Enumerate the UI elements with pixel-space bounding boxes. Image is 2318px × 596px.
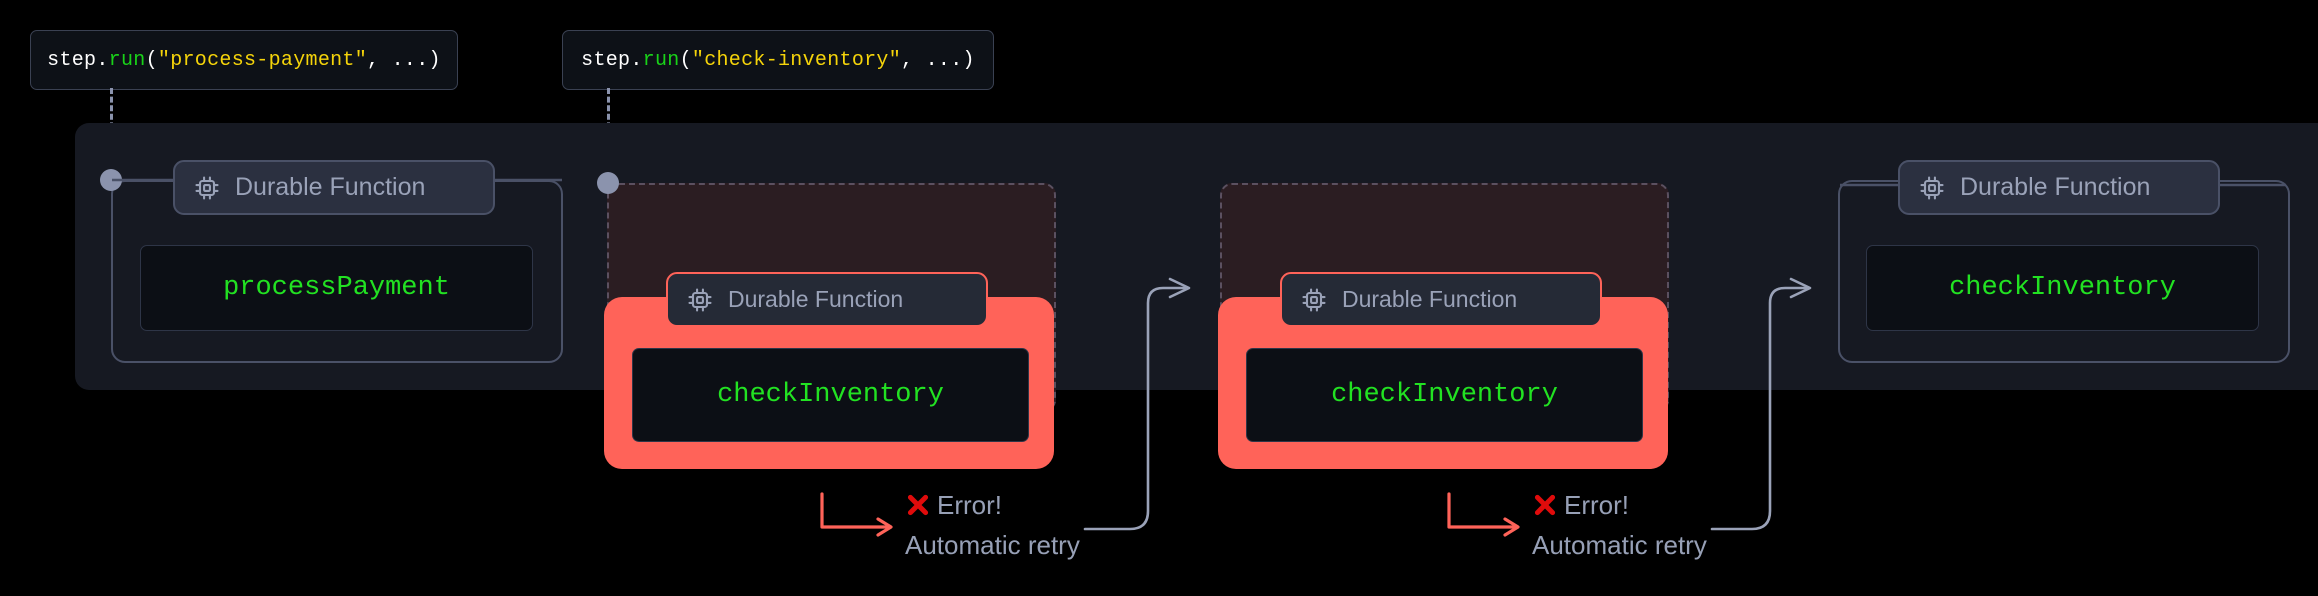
- durable-function-badge-1[interactable]: Durable Function: [173, 160, 495, 215]
- code-open-paren: (: [145, 48, 158, 72]
- function-box-process-payment[interactable]: processPayment: [140, 245, 533, 331]
- function-name-label: checkInventory: [1949, 273, 2176, 303]
- error-title: Error!: [1564, 490, 1629, 520]
- code-argument: "process-payment": [157, 48, 368, 72]
- error-annotation-1: Error! Automatic retry: [905, 492, 1080, 561]
- x-mark-icon: [905, 492, 931, 518]
- function-box-check-inventory-final[interactable]: checkInventory: [1866, 245, 2259, 331]
- function-box-check-inventory-attempt-2[interactable]: checkInventory: [1246, 348, 1643, 442]
- code-rest: , ...): [901, 48, 975, 72]
- durable-function-badge-label: Durable Function: [235, 173, 426, 201]
- error-subtitle: Automatic retry: [905, 530, 1080, 560]
- cpu-chip-icon: [686, 286, 714, 314]
- error-annotation-2: Error! Automatic retry: [1532, 492, 1707, 561]
- step-connector-dot-1: [100, 169, 122, 191]
- function-name-label: checkInventory: [717, 380, 944, 410]
- durable-function-badge-4[interactable]: Durable Function: [1898, 160, 2220, 215]
- cpu-chip-icon: [193, 174, 221, 202]
- error-title-row: Error!: [1532, 492, 1707, 518]
- code-callout-process-payment[interactable]: step.run("process-payment", ...): [30, 30, 458, 90]
- code-function: run: [642, 48, 680, 72]
- code-callout-check-inventory[interactable]: step.run("check-inventory", ...): [562, 30, 994, 90]
- function-box-check-inventory-attempt-1[interactable]: checkInventory: [632, 348, 1029, 442]
- step-connector-dot-2: [597, 172, 619, 194]
- error-subtitle: Automatic retry: [1532, 530, 1707, 560]
- cpu-chip-icon: [1918, 174, 1946, 202]
- code-prefix: step.: [581, 48, 643, 72]
- function-name-label: checkInventory: [1331, 380, 1558, 410]
- durable-function-badge-label: Durable Function: [1960, 173, 2151, 201]
- function-name-label: processPayment: [223, 273, 450, 303]
- x-mark-icon: [1532, 492, 1558, 518]
- code-argument: "check-inventory": [691, 48, 902, 72]
- durable-function-badge-3[interactable]: Durable Function: [1280, 272, 1602, 327]
- error-title: Error!: [937, 490, 1002, 520]
- durable-function-badge-2[interactable]: Durable Function: [666, 272, 988, 327]
- code-prefix: step.: [47, 48, 109, 72]
- error-title-row: Error!: [905, 492, 1080, 518]
- durable-function-badge-label: Durable Function: [728, 286, 904, 312]
- code-rest: , ...): [367, 48, 441, 72]
- code-open-paren: (: [679, 48, 692, 72]
- durable-function-badge-label: Durable Function: [1342, 286, 1518, 312]
- code-function: run: [108, 48, 146, 72]
- cpu-chip-icon: [1300, 286, 1328, 314]
